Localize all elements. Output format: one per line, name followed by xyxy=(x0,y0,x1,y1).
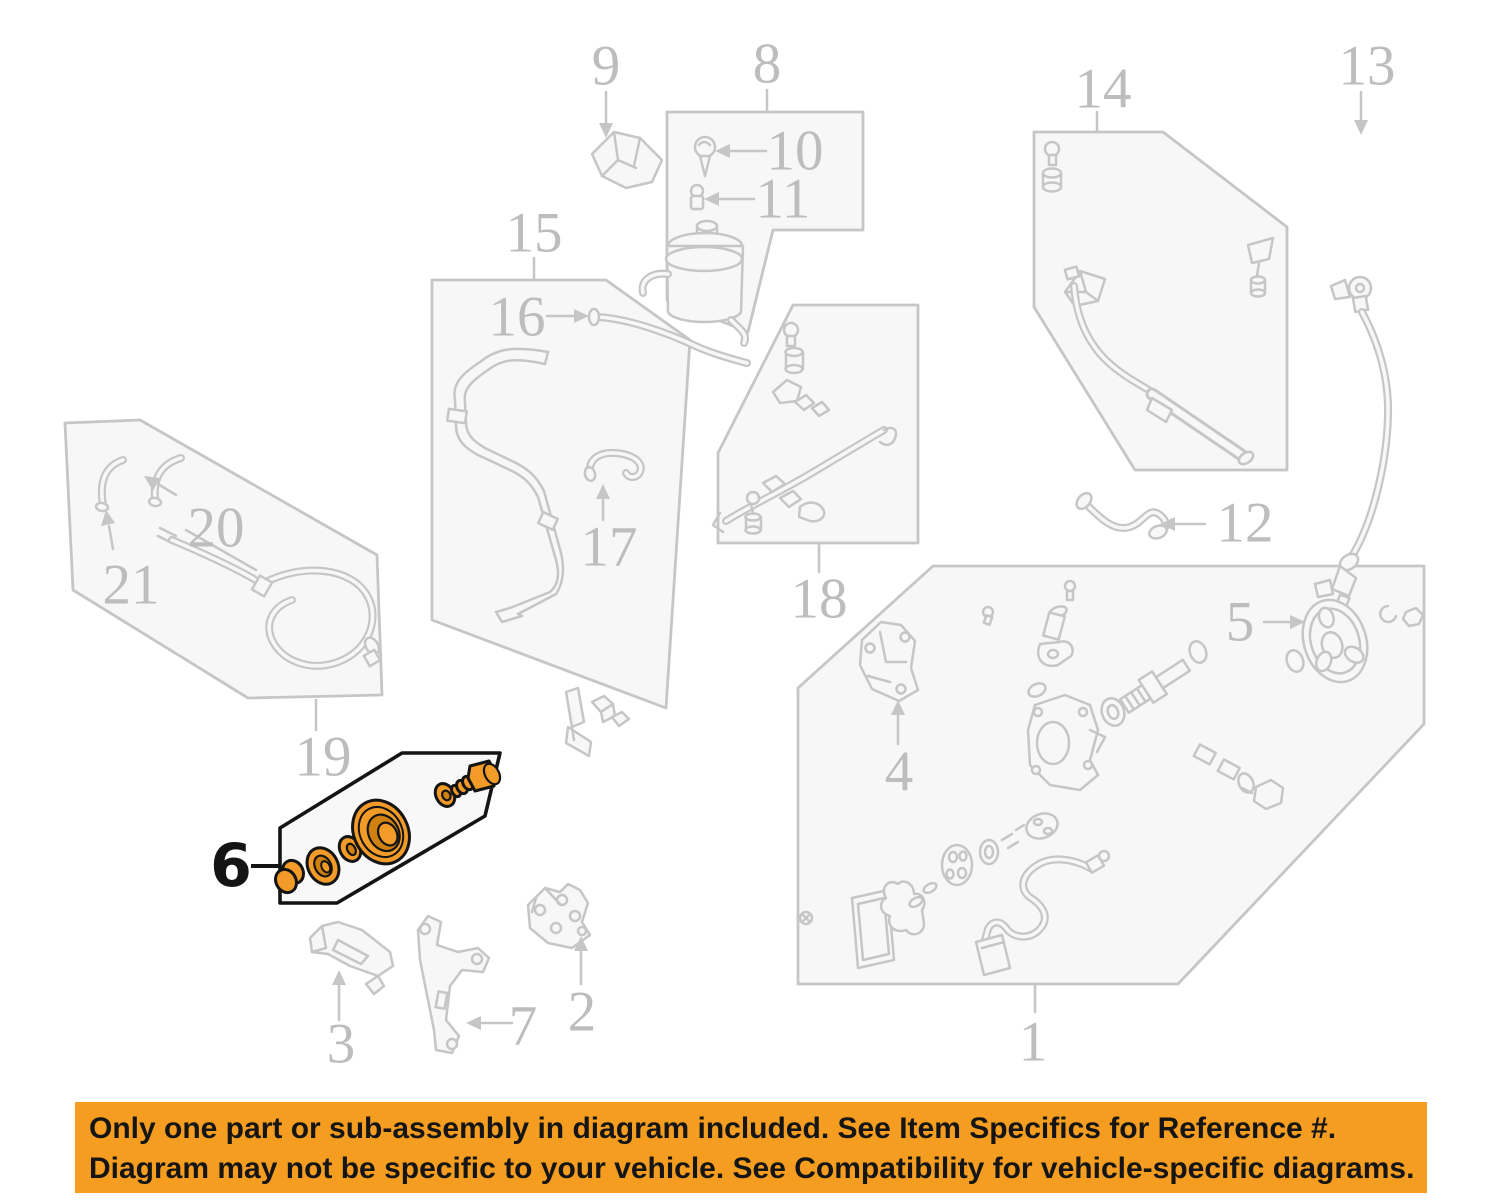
callout-19-label: 19 xyxy=(295,726,352,789)
bracket-2-drawing xyxy=(526,882,592,950)
callout-4: 4 xyxy=(885,700,914,804)
highlighted-part-6: 6 xyxy=(210,751,502,905)
callout-5: 5 xyxy=(1226,591,1305,654)
callout-1: 1 xyxy=(1019,982,1048,1074)
panel-14-parts-drawing xyxy=(1041,140,1275,466)
rotor-gasket-cluster-drawing xyxy=(798,812,1059,970)
bracket-3-drawing xyxy=(308,920,395,996)
hose-17-drawing xyxy=(583,448,645,483)
panel-15 xyxy=(430,278,692,710)
callout-8: 8 xyxy=(753,33,782,114)
callout-9: 9 xyxy=(592,35,621,138)
hose-13-drawing xyxy=(1313,275,1393,610)
callout-20: 20 xyxy=(144,476,245,560)
fittings-drawing xyxy=(1192,743,1285,811)
callout-2-label: 2 xyxy=(568,981,597,1044)
callout-13: 13 xyxy=(1339,35,1396,135)
callout-12: 12 xyxy=(1160,492,1274,555)
disclaimer-line-2: Diagram may not be specific to your vehi… xyxy=(89,1152,1415,1185)
panel-18-parts-drawing xyxy=(711,321,898,535)
callout-5-label: 5 xyxy=(1226,591,1255,654)
callout-15: 15 xyxy=(506,202,563,282)
pump-exploded-parts-drawing xyxy=(981,579,1305,792)
part-6-bolt xyxy=(449,759,502,799)
disclaimer-line-1: Only one part or sub-assembly in diagram… xyxy=(89,1112,1337,1145)
callout-4-label: 4 xyxy=(885,741,914,804)
part-6-washer xyxy=(433,782,457,808)
callout-18-label: 18 xyxy=(791,568,848,631)
disclaimer-banner: Only one part or sub-assembly in diagram… xyxy=(75,1102,1427,1193)
callout-20-label: 20 xyxy=(188,497,245,560)
hose-12-drawing xyxy=(1075,491,1170,540)
callout-7: 7 xyxy=(466,995,537,1058)
callout-21: 21 xyxy=(101,510,160,617)
part-6-pulley xyxy=(351,798,411,866)
callout-1-label: 1 xyxy=(1019,1011,1048,1074)
reservoir-drawing xyxy=(638,219,750,347)
callout-14-label: 14 xyxy=(1075,58,1132,121)
pulley-clips-drawing xyxy=(1379,604,1425,628)
bracket-7-drawing xyxy=(416,914,491,1055)
part-9-bracket-drawing xyxy=(590,130,664,190)
panel-14 xyxy=(1032,130,1289,472)
callout-17: 17 xyxy=(581,484,638,579)
callout-18: 18 xyxy=(791,543,848,631)
callout-17-label: 17 xyxy=(581,516,638,579)
wire-harness-drawing xyxy=(974,849,1111,977)
callout-16-label: 16 xyxy=(489,286,546,349)
part-6-seal xyxy=(305,846,341,886)
callout-11-label: 11 xyxy=(756,168,811,231)
callout-15-label: 15 xyxy=(506,202,563,265)
callout-19: 19 xyxy=(295,698,352,789)
callout-11: 11 xyxy=(704,168,810,231)
callout-3-label: 3 xyxy=(327,1013,356,1076)
callout-6-label: 6 xyxy=(210,831,252,901)
callout-10-label: 10 xyxy=(767,120,824,183)
panel-19-hoses-drawing xyxy=(94,454,382,670)
pulley-5-drawing xyxy=(1301,598,1369,684)
bracket-4-drawing xyxy=(858,620,920,703)
callout-7-label: 7 xyxy=(509,995,538,1058)
hose-16-drawing xyxy=(587,307,751,367)
panel-15-small-parts-drawing xyxy=(564,686,631,758)
pressure-pipe-assembly-drawing xyxy=(446,347,565,624)
callout-13-label: 13 xyxy=(1339,35,1396,98)
callout-9-label: 9 xyxy=(592,35,621,98)
callout-16: 16 xyxy=(489,286,589,349)
callout-10: 10 xyxy=(715,120,824,183)
callout-2: 2 xyxy=(568,936,597,1044)
callout-3: 3 xyxy=(327,970,356,1076)
callout-12-label: 12 xyxy=(1217,492,1274,555)
callout-14: 14 xyxy=(1075,58,1132,134)
callout-21-label: 21 xyxy=(103,554,160,617)
callout-8-label: 8 xyxy=(753,33,782,96)
reservoir-cap-screw-drawing xyxy=(689,135,717,211)
